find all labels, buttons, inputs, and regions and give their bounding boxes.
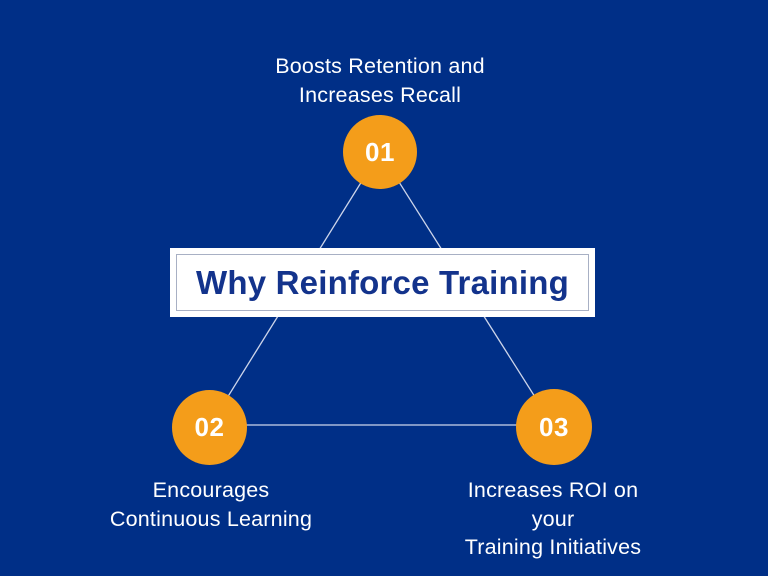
node-02-label: Encourages Continuous Learning — [109, 478, 313, 531]
node-03-label: Increases ROI on your Training Initiativ… — [464, 478, 642, 560]
node-02-number: 02 — [194, 412, 225, 442]
node-01-label: Boosts Retention and Increases Recall — [275, 54, 485, 107]
title-box: Why Reinforce Training — [170, 248, 595, 317]
node-03-number: 03 — [539, 411, 569, 442]
diagram-title: Why Reinforce Training — [196, 263, 569, 301]
node-01-number: 01 — [365, 136, 395, 167]
node-03-circle: 03 — [516, 389, 592, 465]
node-02-circle: 02 — [172, 390, 247, 465]
node-01-circle: 01 — [343, 115, 417, 189]
title-box-inner-border: Why Reinforce Training — [176, 254, 589, 311]
